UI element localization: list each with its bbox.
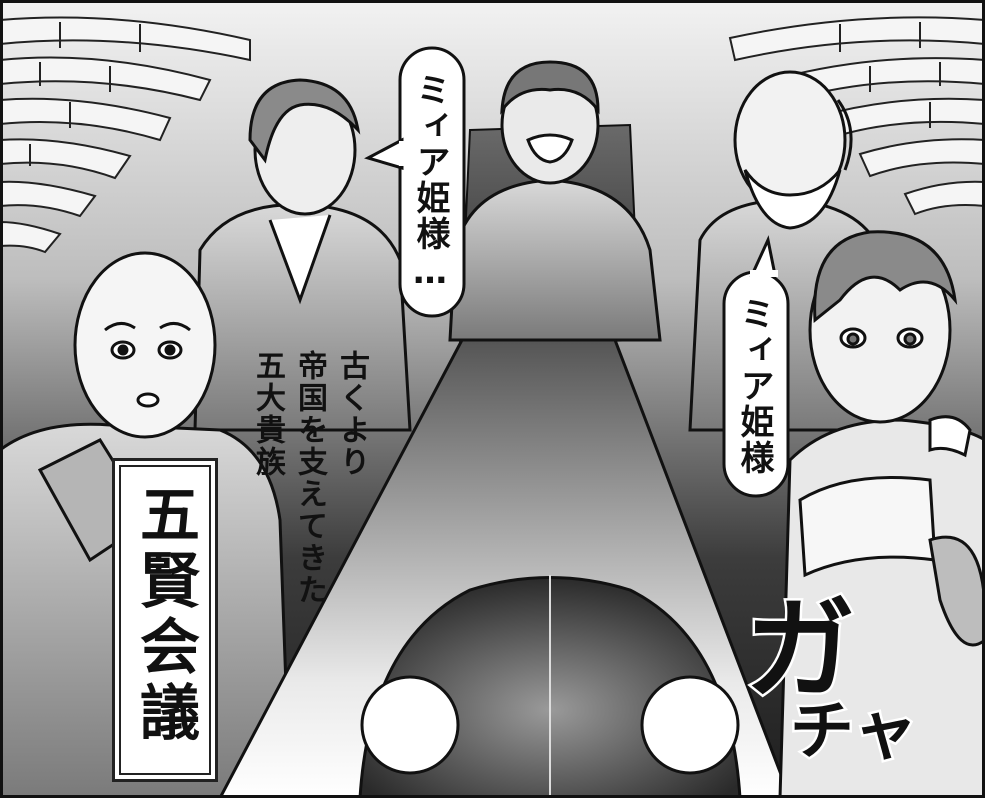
armored-knight bbox=[778, 230, 985, 798]
right-brick-wall bbox=[728, 16, 985, 216]
speech-text-center: ミィア姫様… bbox=[410, 72, 450, 294]
woman-advisor bbox=[193, 78, 412, 432]
narration-line-2: 帝国を支えてきた bbox=[292, 350, 327, 606]
sfx-ga: ガ bbox=[743, 584, 858, 717]
speech-bubble-right bbox=[722, 235, 790, 498]
princess-back-of-head bbox=[358, 575, 742, 798]
narration-line-1: 古くより bbox=[334, 350, 369, 478]
left-brick-wall bbox=[0, 16, 251, 254]
center-man bbox=[448, 60, 662, 342]
speech-text-right: ミィア姫様 bbox=[734, 296, 774, 476]
narration-line-3: 五大貴族 bbox=[250, 350, 285, 478]
sfx-cha: チャ bbox=[787, 693, 919, 772]
title-caption-text: 五賢会議 bbox=[129, 483, 200, 747]
speech-bubble-center bbox=[364, 46, 466, 318]
title-caption-box: 五賢会議 bbox=[112, 458, 218, 782]
